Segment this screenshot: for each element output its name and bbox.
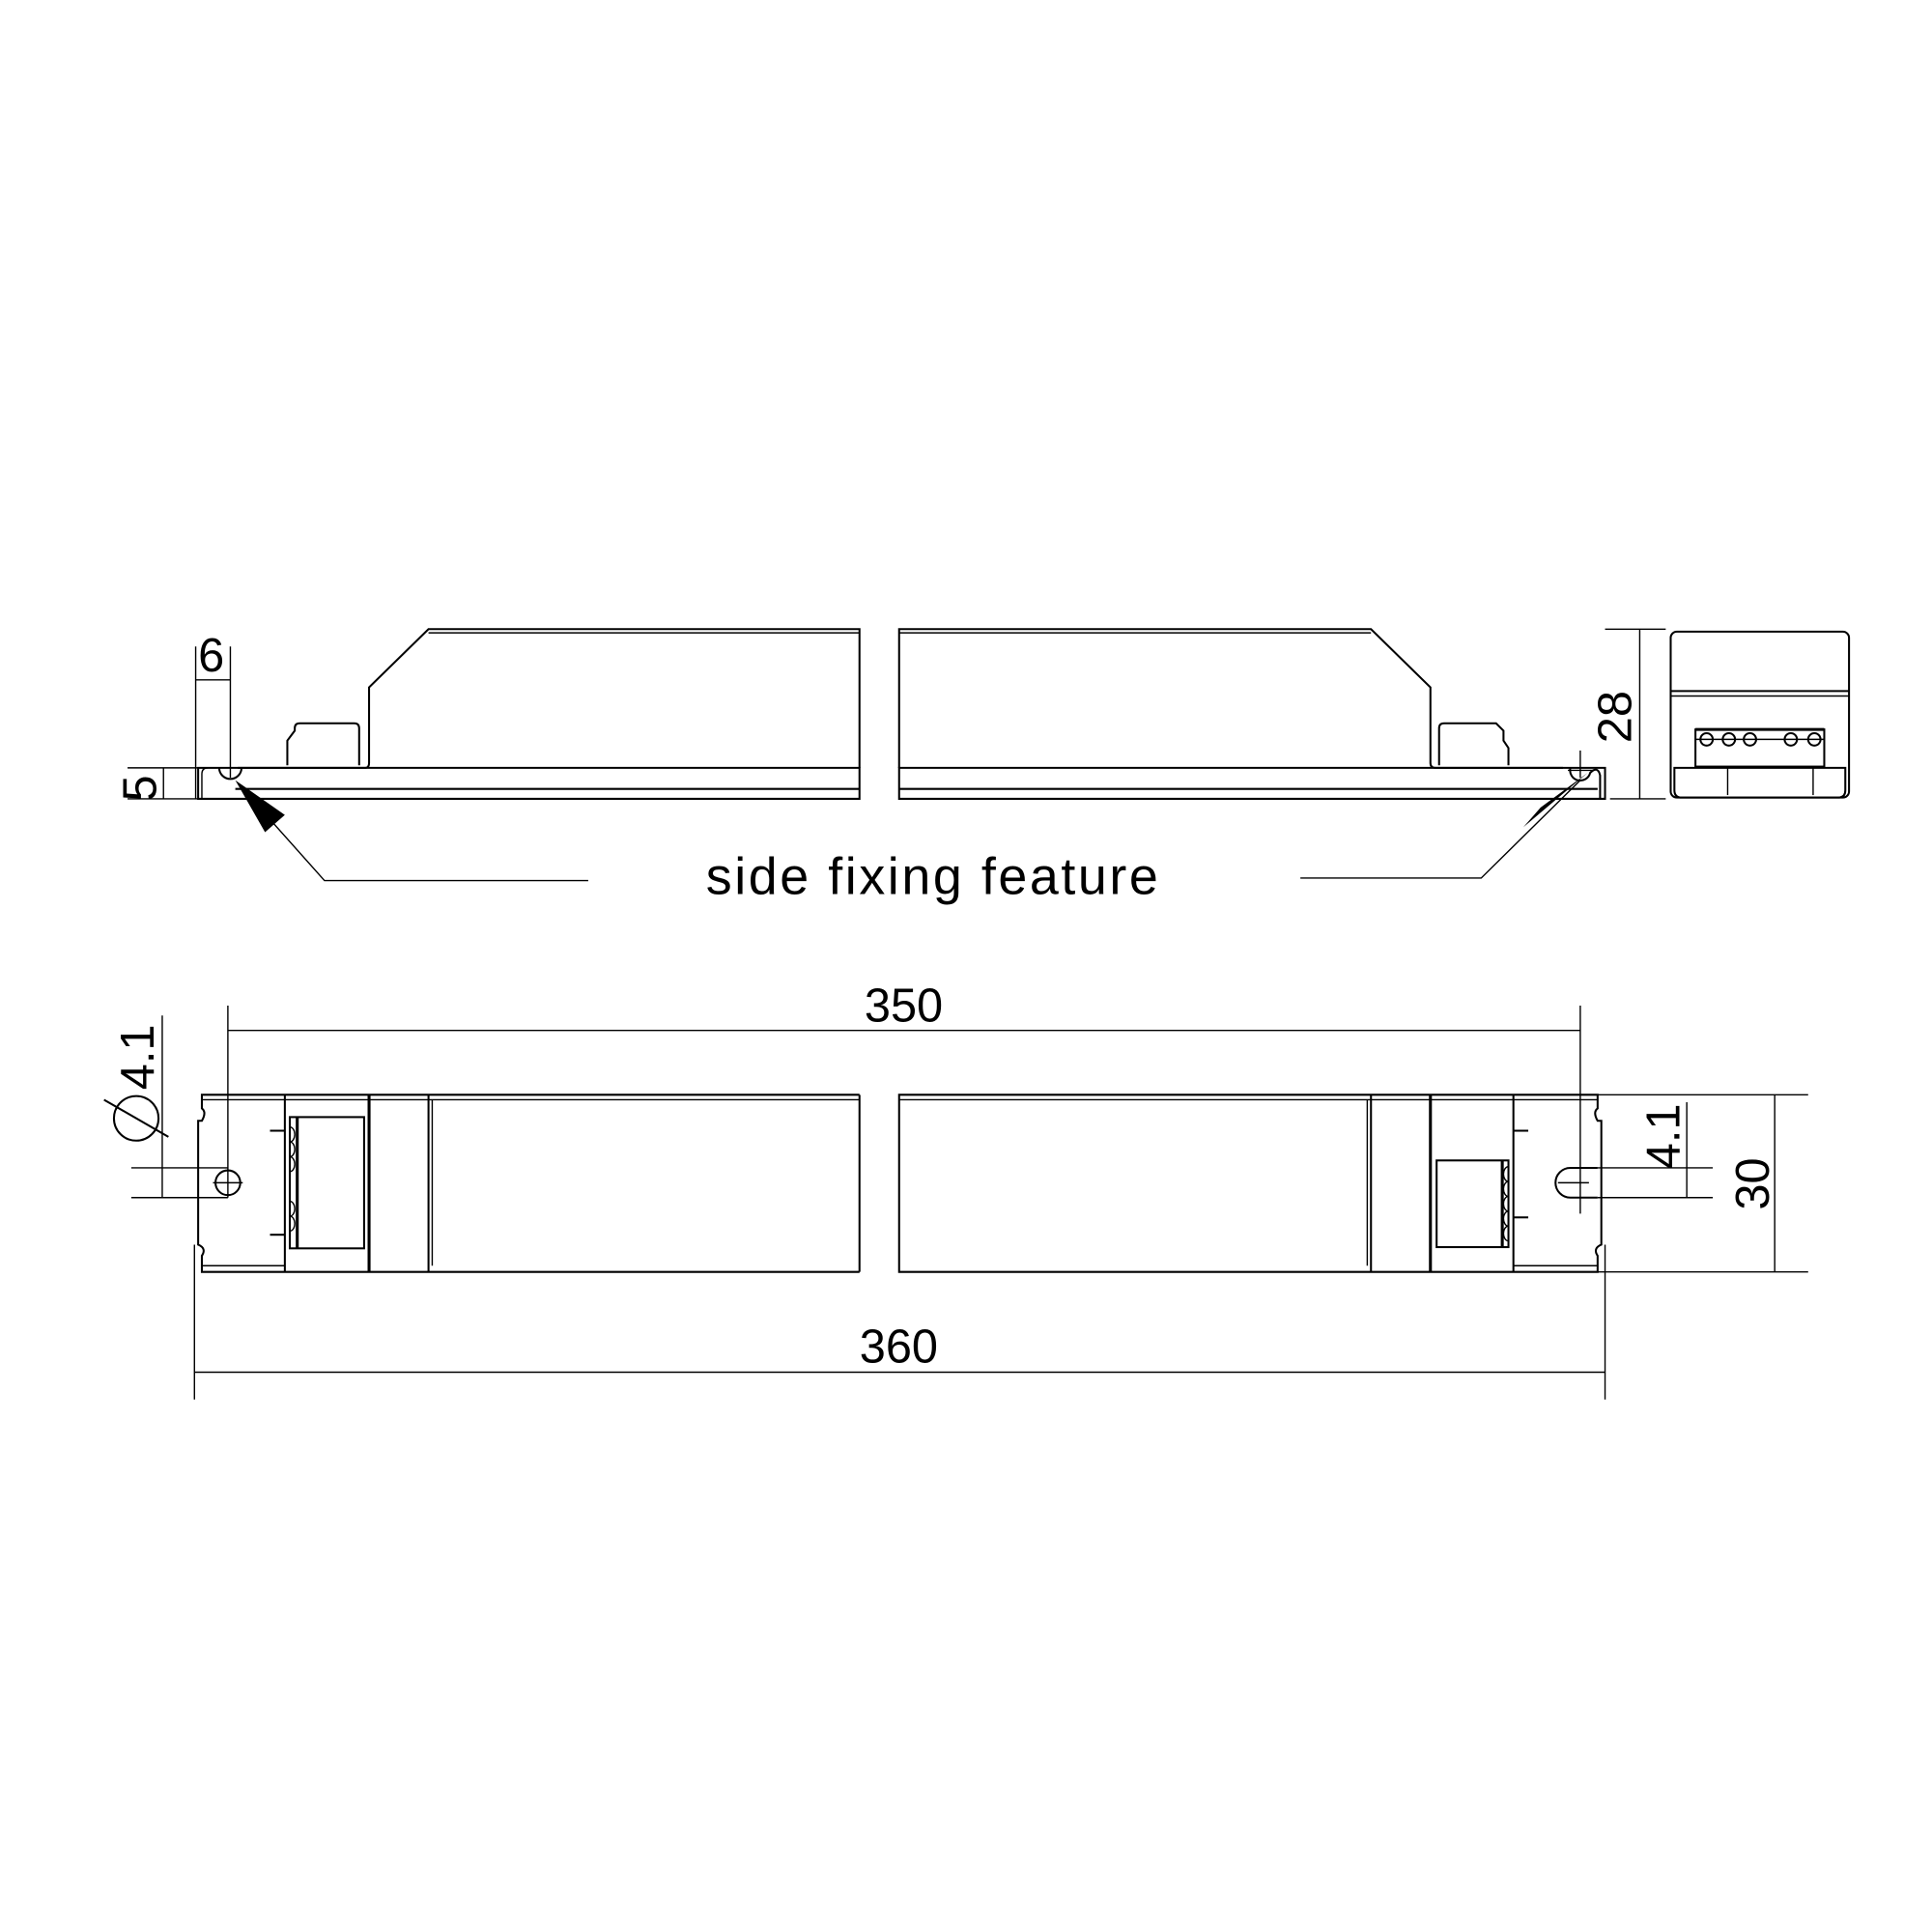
- side-view-left-fixing-hole: [217, 767, 243, 781]
- left-connector-screws: [289, 1125, 296, 1233]
- side-view-right-terminal-block: [1437, 722, 1510, 766]
- arrow-icon: [235, 780, 285, 833]
- end-view-base: [1673, 766, 1847, 799]
- dim-hole-spacing: 350: [227, 980, 1580, 1033]
- top-view: 350 360 4.1 4.1 30: [103, 980, 1808, 1400]
- right-mounting-slot: [1554, 1166, 1598, 1199]
- right-connector-screws: [1502, 1165, 1509, 1242]
- side-view-left-housing: [238, 628, 861, 769]
- terminal-screw-icon: [1806, 731, 1822, 747]
- dim-hole-diameter: 4.1: [103, 1015, 228, 1199]
- end-view: [1669, 630, 1851, 799]
- side-view-left-body: [197, 766, 861, 800]
- dim-value-overall-length: 360: [860, 1321, 938, 1373]
- dim-height: 28: [1589, 628, 1666, 800]
- arrow-icon: [1522, 773, 1588, 828]
- callout-leader-left: [242, 788, 588, 882]
- terminal-screw-icon: [1699, 731, 1715, 747]
- top-view-left-connector: [288, 1116, 365, 1250]
- diameter-symbol-slash: [103, 1098, 169, 1138]
- callout-side-fixing: side fixing feature: [235, 773, 1588, 906]
- dim-value-tab-width: 6: [198, 630, 224, 682]
- side-view-left-tab: [201, 767, 209, 799]
- top-view-right-outline: [897, 1094, 1603, 1273]
- terminal-screw-icon: [1783, 731, 1799, 747]
- side-view-right-fixing-hole: [1569, 767, 1602, 799]
- dim-slot-width: 4.1: [1597, 1102, 1714, 1199]
- dim-width: 30: [1597, 1094, 1808, 1273]
- end-view-outline: [1669, 630, 1851, 799]
- dim-tab-width: 6: [194, 630, 232, 799]
- side-view: 6 5 28 side fixing feature: [115, 628, 1851, 906]
- side-view-right-body: [897, 766, 1606, 800]
- dim-value-hole-spacing: 350: [865, 980, 943, 1033]
- top-view-right-connector: [1435, 1159, 1510, 1249]
- dim-tab-height: 5: [115, 767, 217, 801]
- callout-label: side fixing feature: [706, 848, 1161, 906]
- dim-value-hole-diameter: 4.1: [112, 1024, 164, 1090]
- callout-leader-right: [1300, 780, 1581, 879]
- dim-value-width: 30: [1727, 1157, 1779, 1209]
- side-view-right-housing: [897, 628, 1563, 769]
- dim-value-height: 28: [1589, 691, 1641, 743]
- terminal-screw-icon: [1743, 731, 1757, 747]
- terminal-screw-icon: [1721, 731, 1737, 747]
- end-view-connector: [1694, 728, 1826, 768]
- dim-overall-length: 360: [193, 1244, 1606, 1400]
- diameter-symbol-icon: [112, 1094, 160, 1142]
- dim-value-slot-width: 4.1: [1637, 1104, 1690, 1170]
- top-view-left-outline: [197, 1094, 860, 1273]
- dim-value-tab-height: 5: [115, 775, 167, 801]
- side-view-left-terminal-block: [286, 722, 360, 766]
